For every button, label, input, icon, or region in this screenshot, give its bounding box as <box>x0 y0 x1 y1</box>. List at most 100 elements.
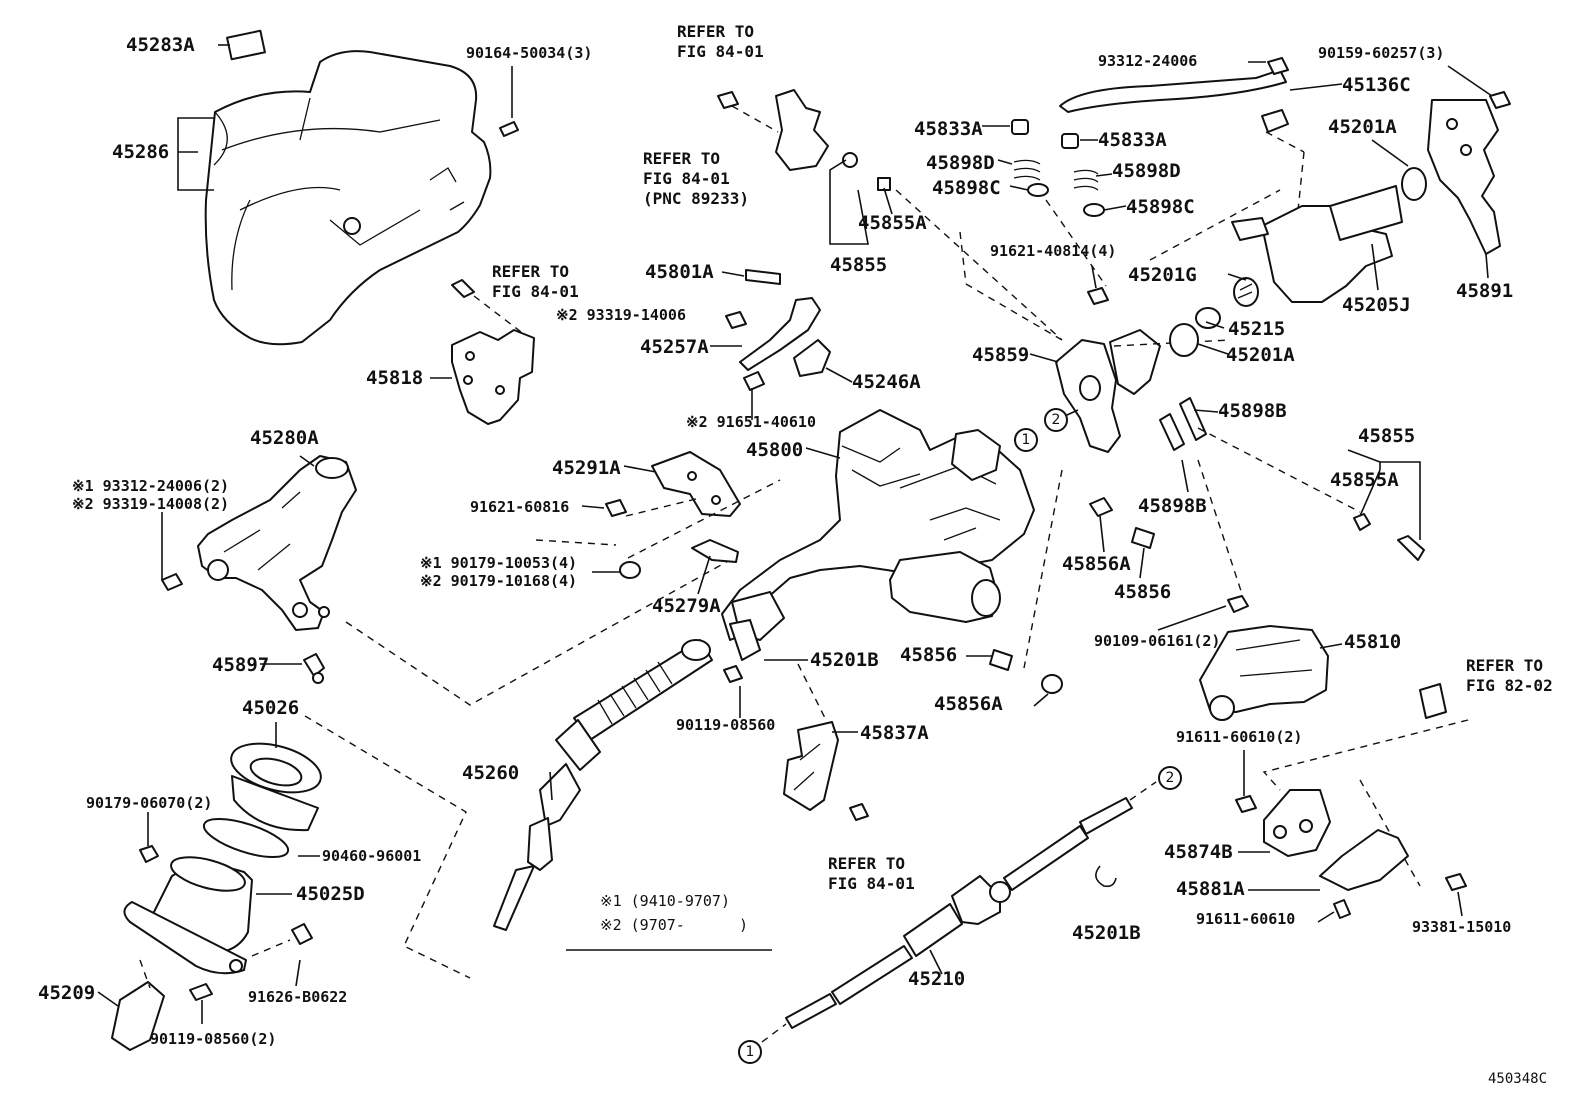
part-label-45026[interactable]: 45026 <box>242 697 300 719</box>
support-45291A-shape <box>605 451 781 579</box>
part-label-93312-24006[interactable]: 93312-24006 <box>1098 52 1198 70</box>
part-label-91626-B0622[interactable]: 91626-B0622 <box>248 988 348 1006</box>
part-label-45855-upper[interactable]: 45855 <box>830 254 888 276</box>
part-label-45209[interactable]: 45209 <box>38 982 96 1004</box>
part-label-90179-06070-2[interactable]: 90179-06070(2) <box>86 794 213 812</box>
part-label-93312-24006-2[interactable]: ※1 93312-24006(2) <box>72 477 230 495</box>
part-label-91651-40610[interactable]: ※2 91651-40610 <box>686 413 816 431</box>
part-label-93319-14006[interactable]: ※2 93319-14006 <box>556 306 686 324</box>
part-label-91611-60610-2[interactable]: 91611-60610(2) <box>1176 728 1303 746</box>
part-label-45881A[interactable]: 45881A <box>1176 878 1245 900</box>
note-1: ※1 (9410-9707) <box>600 892 730 910</box>
part-label-45833A-right[interactable]: 45833A <box>1098 129 1167 151</box>
springs-shape <box>1011 119 1107 287</box>
pins-45856-shape <box>989 497 1155 694</box>
part-label-45898D-left[interactable]: 45898D <box>926 152 995 174</box>
part-label-45855-right[interactable]: 45855 <box>1358 425 1416 447</box>
note-2: ※2 (9707- ) <box>600 916 749 934</box>
switch-housing-45280A-shape <box>161 455 731 706</box>
intermediate-shaft-45210-shape <box>761 781 1157 1043</box>
part-label-45898B-lower[interactable]: 45898B <box>1138 495 1207 517</box>
part-label-45801A[interactable]: 45801A <box>645 261 714 283</box>
part-label-45898C-left[interactable]: 45898C <box>932 177 1001 199</box>
part-label-45205J[interactable]: 45205J <box>1342 294 1411 316</box>
lower-bracket-shape <box>1235 683 1469 919</box>
part-label-45280A[interactable]: 45280A <box>250 427 319 449</box>
part-label-45215[interactable]: 45215 <box>1228 318 1286 340</box>
part-label-45856-lower[interactable]: 45856 <box>900 644 958 666</box>
part-label-45201B-upper[interactable]: 45201B <box>810 649 879 671</box>
marker-circle-2-a: 2 <box>1044 408 1068 432</box>
motor-45810-shape <box>1199 595 1329 721</box>
upper-bracket-assembly-shape <box>1059 57 1511 357</box>
part-label-91621-40814-4[interactable]: 91621-40814(4) <box>990 242 1117 260</box>
part-label-45856-upper[interactable]: 45856 <box>1114 581 1172 603</box>
column-cover-shape <box>204 29 492 346</box>
part-label-45201A-mid[interactable]: 45201A <box>1226 344 1295 366</box>
part-label-45898B-upper[interactable]: 45898B <box>1218 400 1287 422</box>
part-label-45898C-right[interactable]: 45898C <box>1126 196 1195 218</box>
part-label-45800[interactable]: 45800 <box>746 439 804 461</box>
part-label-45855A-right[interactable]: 45855A <box>1330 469 1399 491</box>
part-label-45283A[interactable]: 45283A <box>126 34 195 56</box>
part-label-90119-08560[interactable]: 90119-08560 <box>676 716 776 734</box>
refer-fig-84-01-top[interactable]: REFER TO FIG 84-01 <box>677 22 764 61</box>
part-label-45201A-top[interactable]: 45201A <box>1328 116 1397 138</box>
clip-parts-shape <box>725 269 831 412</box>
part-label-45201G[interactable]: 45201G <box>1128 264 1197 286</box>
part-label-45246A[interactable]: 45246A <box>852 371 921 393</box>
steering-column-45800-shape <box>721 409 1035 661</box>
screw-90164-shape <box>499 66 519 137</box>
part-label-45856A-upper[interactable]: 45856A <box>1062 553 1131 575</box>
part-label-93381-15010[interactable]: 93381-15010 <box>1412 918 1512 936</box>
part-label-90179-10168-4[interactable]: ※2 90179-10168(4) <box>420 572 578 590</box>
part-label-45136C[interactable]: 45136C <box>1342 74 1411 96</box>
refer-fig-84-01-left[interactable]: REFER TO FIG 84-01 <box>492 262 579 301</box>
refer-fig-84-01-bottom[interactable]: REFER TO FIG 84-01 <box>828 854 915 893</box>
marker-circle-2-b: 2 <box>1158 766 1182 790</box>
part-label-45856A-lower[interactable]: 45856A <box>934 693 1003 715</box>
part-label-45201B-lower[interactable]: 45201B <box>1072 922 1141 944</box>
part-label-45855A-upper[interactable]: 45855A <box>858 212 927 234</box>
tilt-bracket-45859-shape <box>1023 189 1281 669</box>
part-label-91611-60610[interactable]: 91611-60610 <box>1196 910 1296 928</box>
part-label-90460-96001[interactable]: 90460-96001 <box>322 847 422 865</box>
part-label-90109-06161-2[interactable]: 90109-06161(2) <box>1094 632 1221 650</box>
refer-fig-82-02[interactable]: REFER TO FIG 82-02 <box>1466 656 1553 695</box>
part-label-45833A-left[interactable]: 45833A <box>914 118 983 140</box>
pin-linkage-shape <box>895 189 1063 341</box>
part-label-45891[interactable]: 45891 <box>1456 280 1514 302</box>
part-label-45257A[interactable]: 45257A <box>640 336 709 358</box>
refer-fig-84-01-pnc[interactable]: REFER TO FIG 84-01 (PNC 89233) <box>643 149 749 208</box>
part-label-93319-14008-2[interactable]: ※2 93319-14008(2) <box>72 495 230 513</box>
marker-circle-1-a: 1 <box>1014 428 1038 452</box>
part-label-45025D[interactable]: 45025D <box>296 883 365 905</box>
part-label-90159-60257-3[interactable]: 90159-60257(3) <box>1318 44 1445 62</box>
switch-89233-shape <box>717 89 891 191</box>
part-label-45260[interactable]: 45260 <box>462 762 520 784</box>
upper-shaft-45260-shape <box>493 639 713 931</box>
cover-boot-group-shape <box>111 715 471 1051</box>
part-label-45291A[interactable]: 45291A <box>552 457 621 479</box>
part-label-45837A[interactable]: 45837A <box>860 722 929 744</box>
part-label-90164-50034[interactable]: 90164-50034(3) <box>466 44 593 62</box>
part-label-45279A[interactable]: 45279A <box>652 595 721 617</box>
part-label-45818[interactable]: 45818 <box>366 367 424 389</box>
bracket-45818-shape <box>451 279 535 425</box>
part-label-45286[interactable]: 45286 <box>112 141 170 163</box>
part-label-90179-10053-4[interactable]: ※1 90179-10053(4) <box>420 554 578 572</box>
part-label-45897[interactable]: 45897 <box>212 654 270 676</box>
part-45897-nut-shape <box>312 672 324 684</box>
marker-circle-1-b: 1 <box>738 1040 762 1064</box>
leader-lines <box>97 44 1493 1024</box>
part-label-45210[interactable]: 45210 <box>908 968 966 990</box>
part-45897-shape <box>303 653 325 677</box>
part-label-45859[interactable]: 45859 <box>972 344 1030 366</box>
part-label-45874B[interactable]: 45874B <box>1164 841 1233 863</box>
part-label-91621-60816[interactable]: 91621-60816 <box>470 498 570 516</box>
part-label-45898D-right[interactable]: 45898D <box>1112 160 1181 182</box>
figure-code: 450348C <box>1488 1071 1548 1087</box>
part-label-90119-08560-2[interactable]: 90119-08560(2) <box>150 1030 277 1048</box>
part-label-45810[interactable]: 45810 <box>1344 631 1402 653</box>
